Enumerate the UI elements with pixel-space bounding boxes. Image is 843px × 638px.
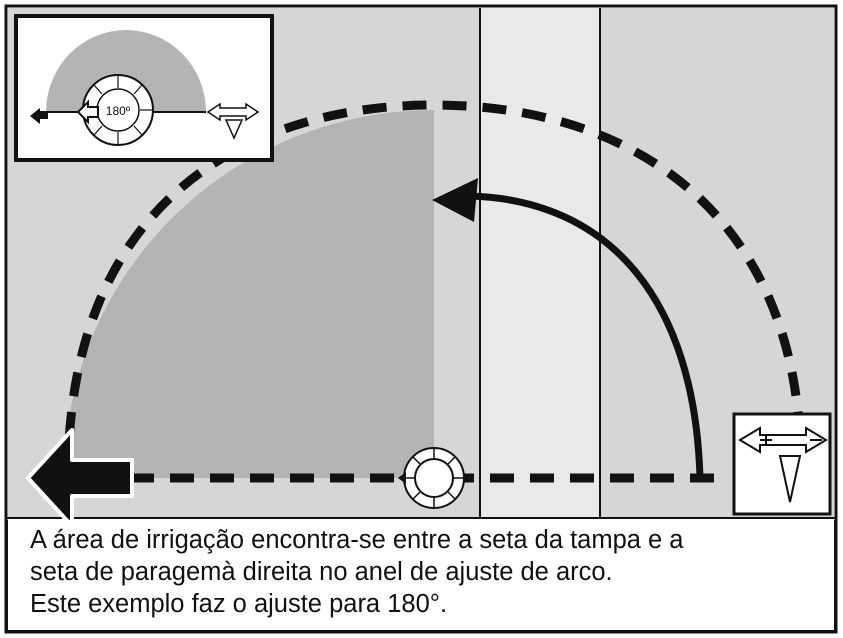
inset-diagram: 180º — [14, 14, 274, 162]
inset-arc-label: 180º — [106, 104, 131, 118]
dashed-arc — [63, 100, 805, 477]
caption-line-1: A área de irrigação encontra-se entre a … — [30, 526, 684, 554]
caption-line-3: Este exemplo faz o ajuste para 180°. — [30, 590, 448, 618]
left-arrow-icon — [26, 428, 134, 528]
center-strip — [480, 8, 600, 518]
inset-cap-arrow-icon — [76, 99, 99, 125]
inset-adjustment-key-icon — [206, 102, 260, 140]
caption-line-2: seta de paragemà direita no anel de ajus… — [30, 558, 613, 586]
adjustment-key-icon — [732, 412, 832, 516]
caption-box: A área de irrigação encontra-se entre a … — [6, 520, 836, 632]
spray-area — [64, 110, 434, 478]
curved-arrow-icon — [432, 178, 704, 479]
inset-spray-area — [46, 30, 206, 112]
inset-left-arrow-icon — [30, 108, 48, 124]
sprinkler-head-icon — [398, 447, 465, 509]
